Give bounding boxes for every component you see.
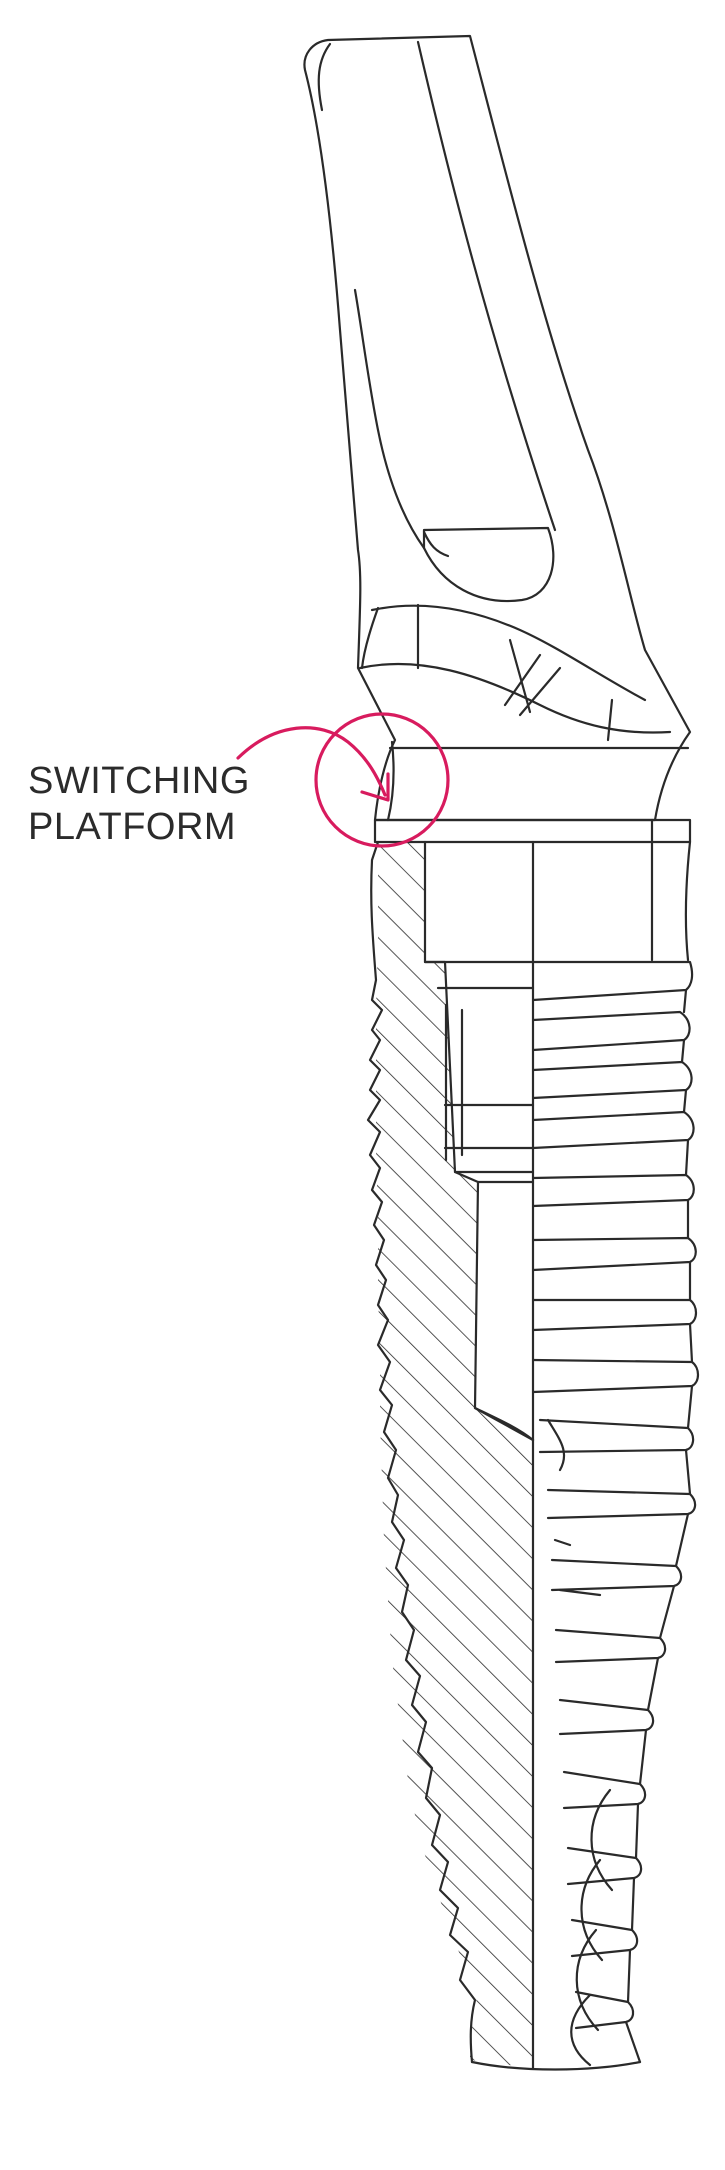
thread-11: [550, 1558, 683, 1592]
thread-4: [533, 1110, 695, 1150]
implant-body: [366, 818, 700, 2071]
socket-bottom: [453, 1170, 535, 1184]
callout-arrow-line: [236, 726, 387, 797]
socket-apex: [473, 1406, 535, 1442]
thread-14: [562, 1770, 647, 1810]
abutment-collar-line-3: [508, 638, 532, 714]
cutting-flute-1: [590, 1788, 614, 1892]
abutment-collar-mid: [358, 662, 672, 734]
thread-2: [533, 1010, 691, 1052]
callout-arrowhead: [360, 772, 390, 802]
thread-12: [554, 1628, 667, 1664]
thread-1: [533, 960, 694, 1002]
cutting-flute-3: [575, 1928, 600, 2032]
cutting-flute-2: [580, 1858, 604, 1962]
abutment: [303, 34, 692, 822]
abutment-inner-edge: [317, 42, 332, 112]
abutment-side-edge: [353, 288, 426, 550]
thread-13: [558, 1698, 655, 1736]
abutment-collar-line-4: [503, 653, 542, 707]
abutment-collar-top: [370, 604, 647, 702]
thread-10: [546, 1488, 697, 1520]
right-profile: [624, 988, 694, 2064]
thread-8: [533, 1358, 700, 1394]
thread-6: [533, 1236, 697, 1272]
implant-bottom: [470, 2060, 642, 2071]
thread-7: [533, 1298, 698, 1332]
callout-circle: [314, 712, 450, 848]
cutting-flute-4: [570, 1993, 592, 2067]
callout-label-line2: PLATFORM: [28, 806, 237, 848]
abutment-collar-line: [360, 606, 380, 670]
thread-3: [533, 1060, 693, 1100]
socket-hex: [443, 1003, 535, 1162]
abutment-flat-face: [416, 40, 557, 532]
thread-5: [533, 1173, 695, 1208]
collar-right-profile: [684, 840, 692, 962]
callout-label: SWITCHING PLATFORM: [28, 758, 250, 850]
right-threads: [533, 960, 700, 2067]
abutment-outline: [303, 34, 692, 822]
abutment-collar-line-6: [606, 698, 614, 742]
abutment-base-curve: [386, 740, 395, 822]
switching-platform-callout: [236, 712, 450, 848]
abutment-slot-top: [422, 530, 450, 558]
callout-label-line1: SWITCHING: [28, 760, 250, 802]
implant-left-profile: [366, 840, 477, 2064]
abutment-collar-line-5: [518, 666, 562, 717]
inner-thread-detail: [546, 1418, 602, 1597]
abutment-slot: [422, 526, 555, 603]
section-hatch: [376, 842, 533, 2068]
